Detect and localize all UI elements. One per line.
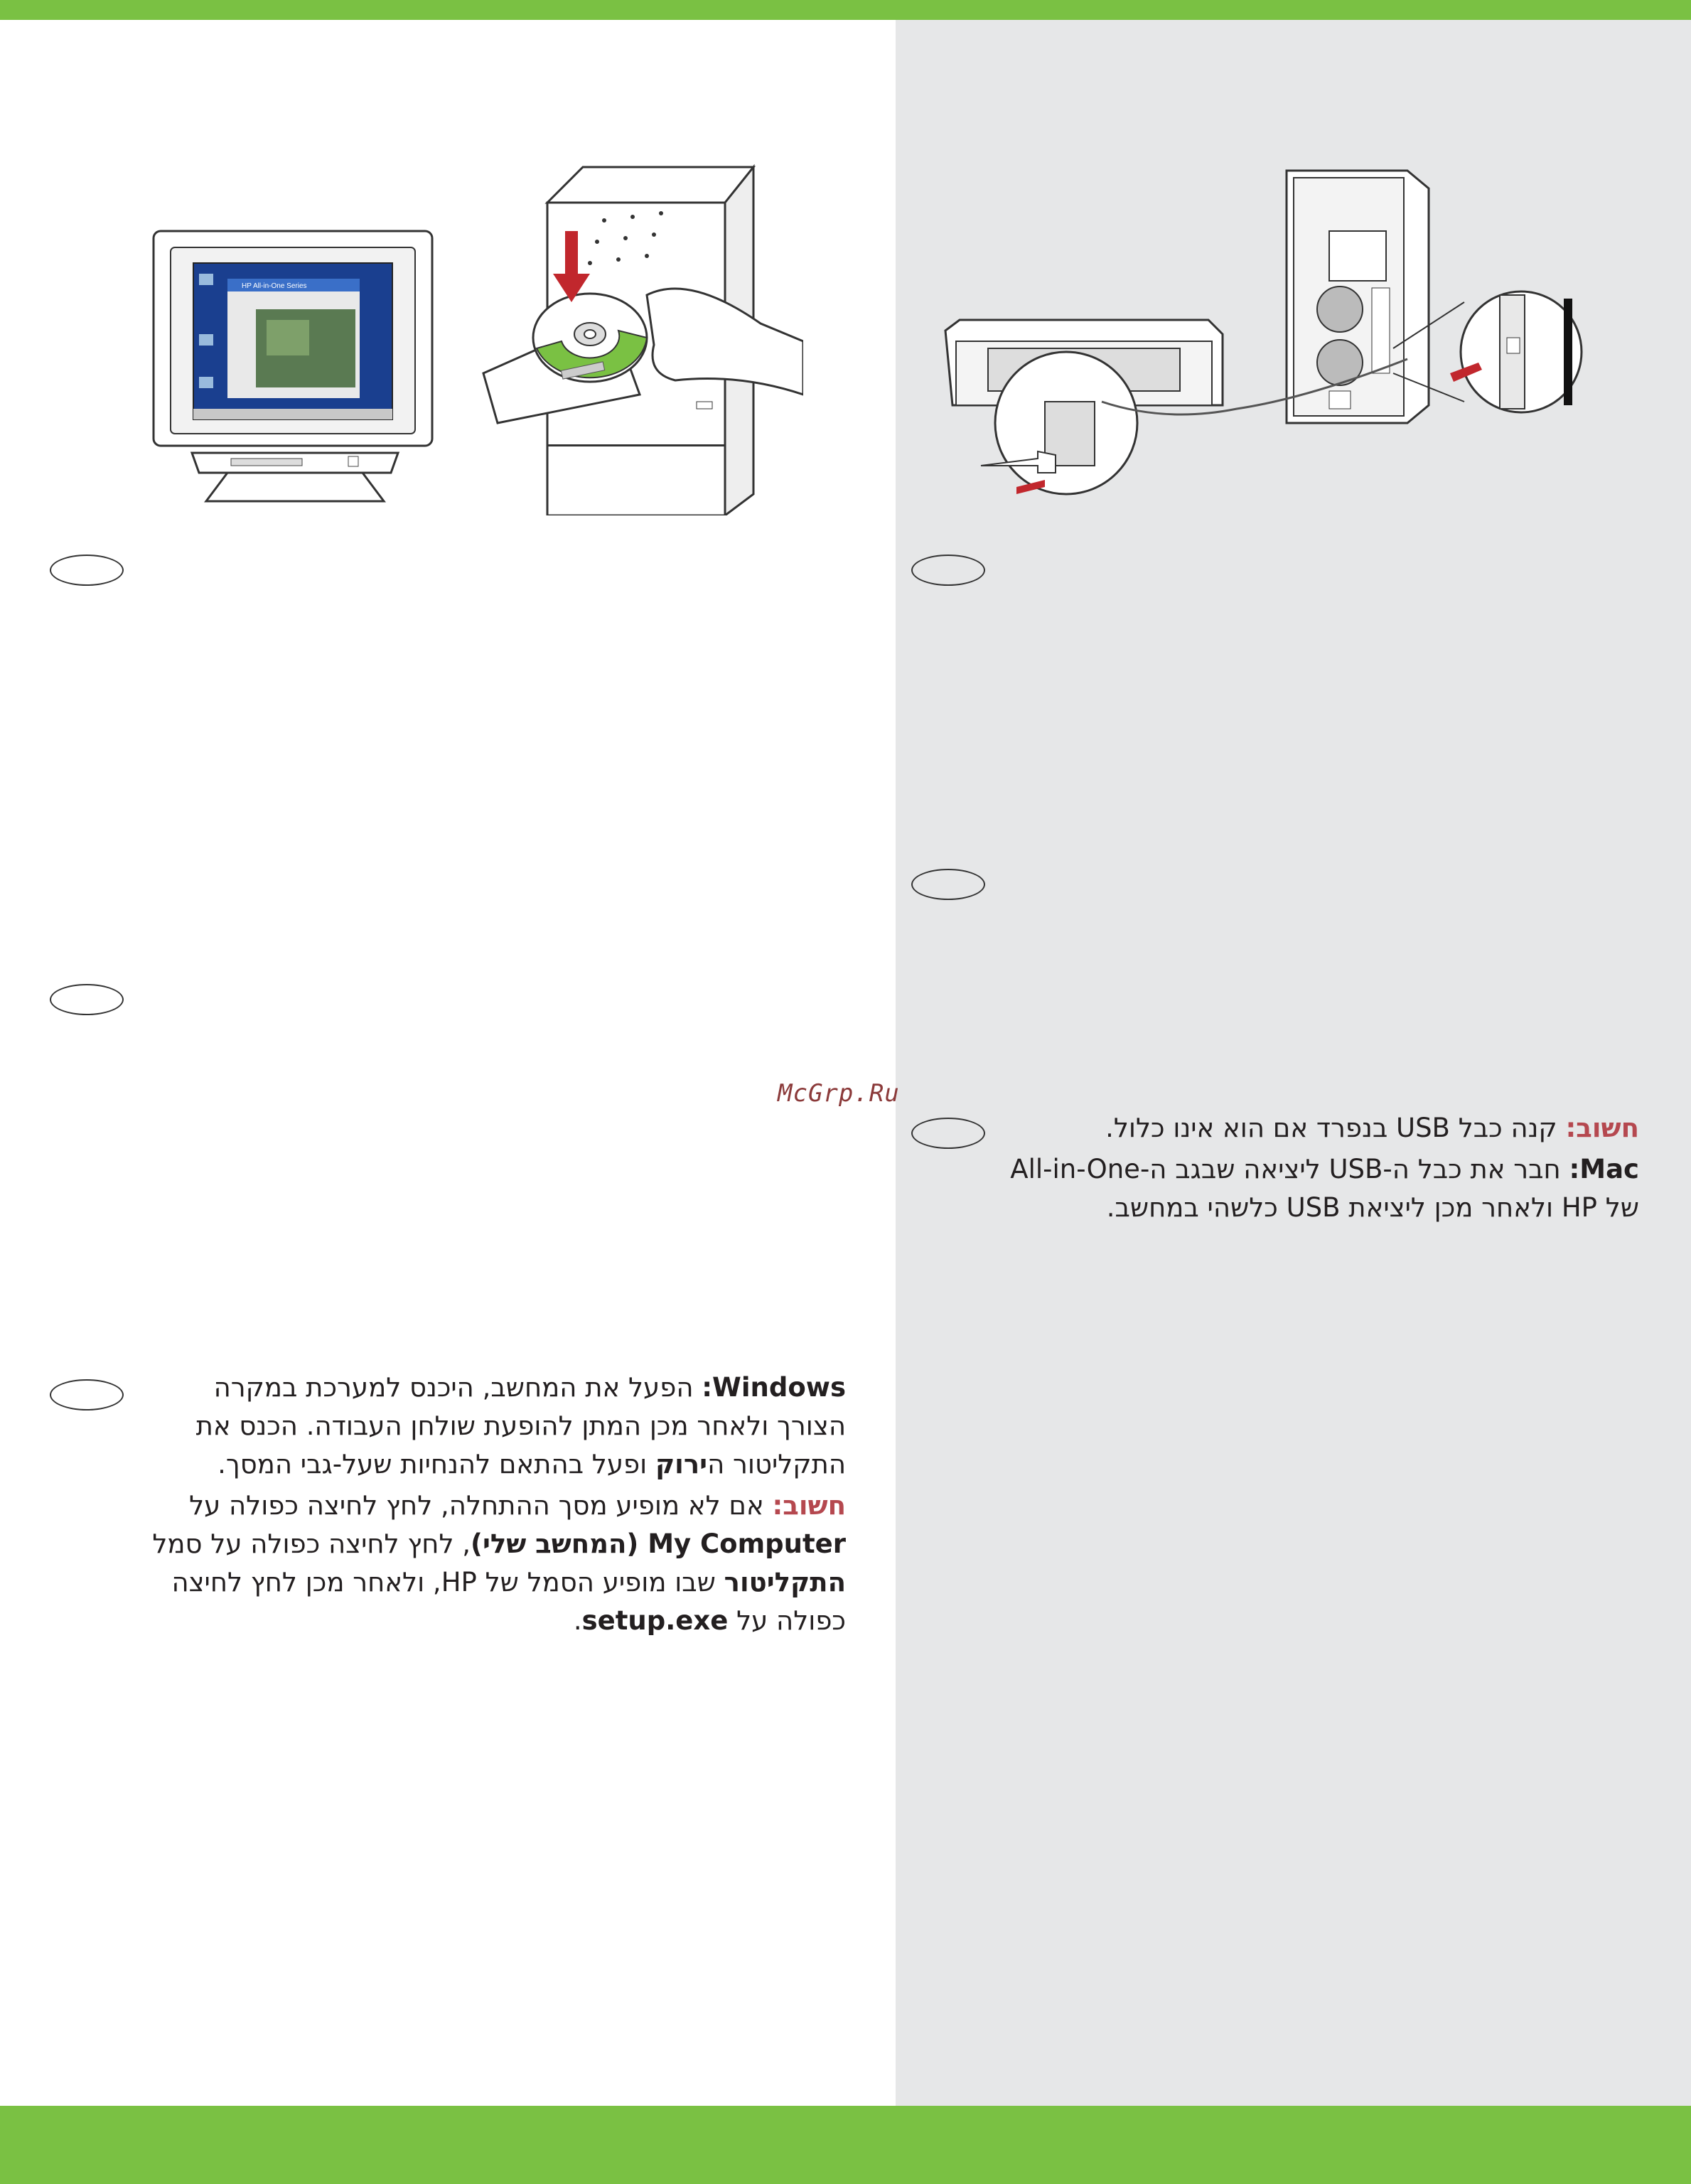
important-text: קנה כבל USB בנפרד אם הוא אינו כלול. [1105,1113,1566,1143]
important-text-1: אם לא מופיע מסך ההתחלה, לחץ לחיצה כפולה … [189,1490,773,1521]
windows-label: Windows: [702,1372,846,1403]
step-oval [911,555,985,586]
step-oval [50,984,124,1015]
my-computer-label: My Computer (המחשב שלי) [471,1529,846,1559]
important-text-3: שבו מופיע הסמל של HP, ולאחר מכן לחץ לחיצ… [171,1567,846,1636]
watermark-text: McGrp.Ru [778,1079,900,1108]
important-text-4: . [573,1605,582,1636]
step-oval [911,869,985,900]
usb-connection-illustration [944,169,1583,496]
green-word: ירוק [655,1449,708,1479]
mac-text-line1: חבר את כבל ה-USB ליציאה שבגב ה-All-in-On… [1010,1154,1569,1184]
top-green-bar [0,0,1691,20]
step-oval [50,555,124,586]
important-text-2: , לחץ לחיצה כפולה על סמל [152,1529,471,1559]
step-oval [911,1118,985,1149]
bottom-green-bar [0,2106,1691,2184]
step-oval [50,1379,124,1410]
mac-instructions: חשוב: קנה כבל USB בנפרד אם הוא אינו כלול… [995,1109,1639,1230]
setup-exe-label: setup.exe [581,1605,729,1636]
important-label: חשוב: [772,1490,846,1521]
window-title-text: HP All-in-One Series [242,282,307,290]
important-label: חשוב: [1565,1113,1639,1143]
windows-text-1: הפעל את המחשב, היכנס למערכת במקרה הצורך … [195,1372,846,1479]
mac-label: Mac: [1569,1154,1639,1184]
cd-label: התקליטור [724,1567,846,1597]
windows-text-2: ופעל בהתאם להנחיות שעל-גבי המסך. [218,1449,655,1479]
mac-text-line2: של HP ולאחר מכן ליציאת USB כלשהי במחשב. [1106,1192,1639,1223]
windows-instructions: Windows: הפעל את המחשב, היכנס למערכת במק… [142,1369,846,1643]
cd-insert-illustration [482,164,803,515]
monitor-illustration: HP All-in-One Series [152,230,434,503]
